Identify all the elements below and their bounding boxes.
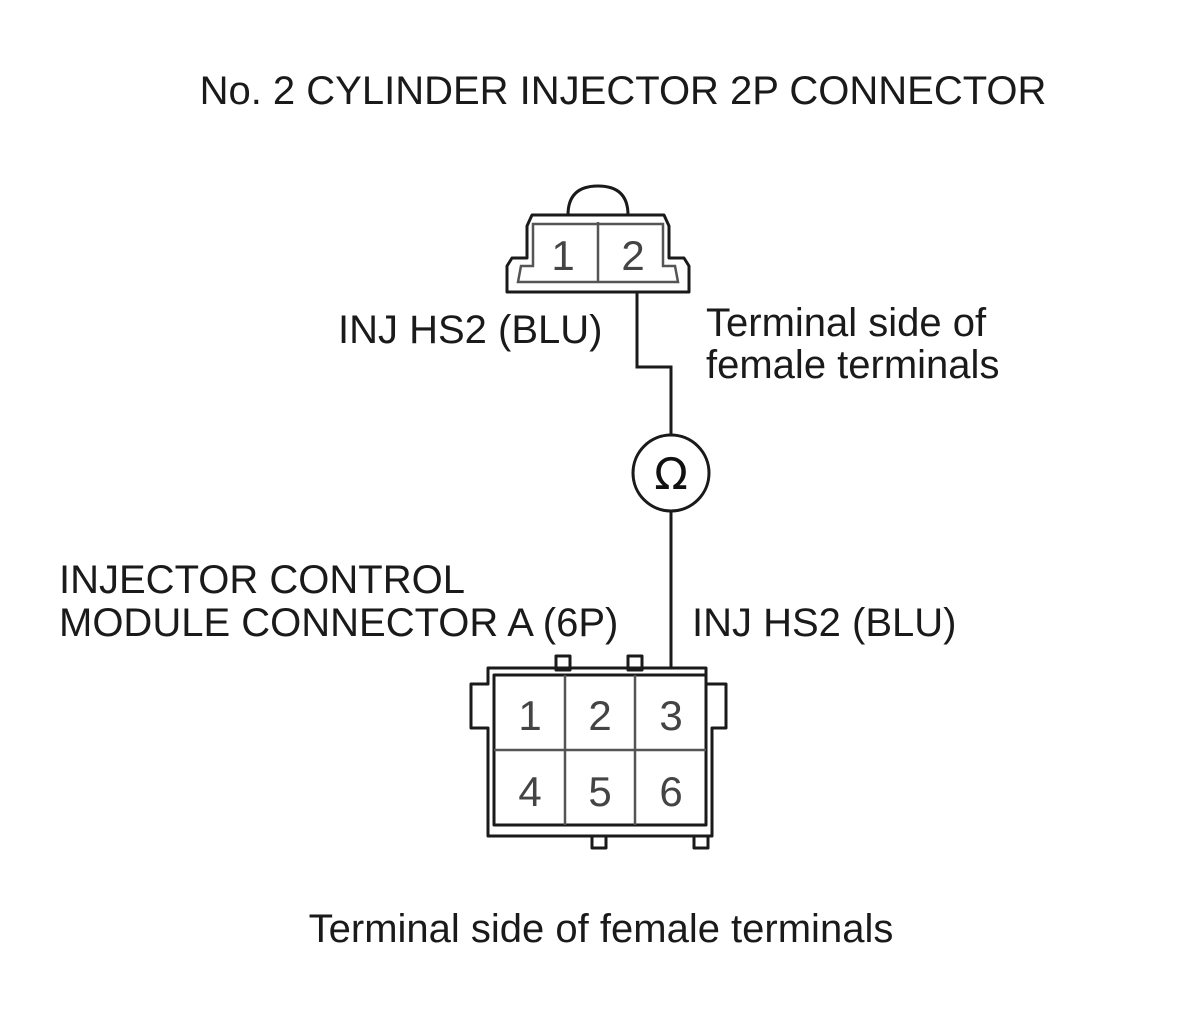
ohmmeter: Ω [631, 433, 711, 513]
bottom-terminal-2: 2 [588, 692, 611, 739]
diagram-title: No. 2 CYLINDER INJECTOR 2P CONNECTOR [200, 69, 1047, 113]
top-side-note-line-2: female terminals [706, 343, 999, 387]
footer-note: Terminal side of female terminals [309, 907, 894, 951]
bottom-terminal-3: 3 [659, 692, 682, 739]
top-side-note-line-1: Terminal side of [706, 301, 987, 345]
bottom-wire-label: INJ HS2 (BLU) [692, 601, 957, 645]
wire-top [635, 292, 673, 435]
top-wire-label: INJ HS2 (BLU) [338, 308, 603, 352]
module-6p-connector [469, 654, 728, 850]
top-terminal-2: 2 [621, 232, 644, 279]
bottom-terminal-5: 5 [588, 768, 611, 815]
ohm-symbol: Ω [654, 449, 688, 500]
bottom-terminal-6: 6 [659, 768, 682, 815]
injector-2p-connector [505, 184, 691, 294]
top-terminal-1: 1 [551, 232, 574, 279]
bottom-terminal-4: 4 [518, 768, 541, 815]
module-connector-name-line-2: MODULE CONNECTOR A (6P) [59, 601, 618, 645]
bottom-terminal-1: 1 [518, 692, 541, 739]
module-connector-name-line-1: INJECTOR CONTROL [59, 558, 465, 602]
